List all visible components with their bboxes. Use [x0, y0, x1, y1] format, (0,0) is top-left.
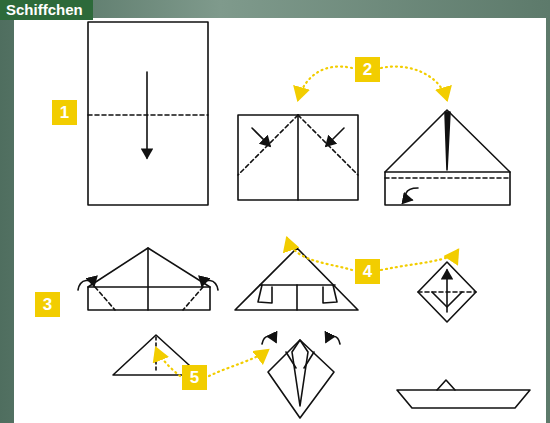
white-panel [14, 18, 546, 423]
step-number: 5 [190, 369, 199, 386]
step-number: 2 [363, 61, 372, 78]
step-number-box: 4 [355, 259, 380, 284]
step-number: 4 [363, 263, 372, 280]
step-number: 3 [43, 296, 52, 313]
step-number-box: 5 [182, 365, 207, 390]
step-number: 1 [60, 104, 69, 121]
title-tab: Schiffchen [0, 0, 93, 20]
step-number-box: 2 [355, 57, 380, 82]
step-number-box: 1 [52, 100, 77, 125]
step-number-box: 3 [35, 292, 60, 317]
